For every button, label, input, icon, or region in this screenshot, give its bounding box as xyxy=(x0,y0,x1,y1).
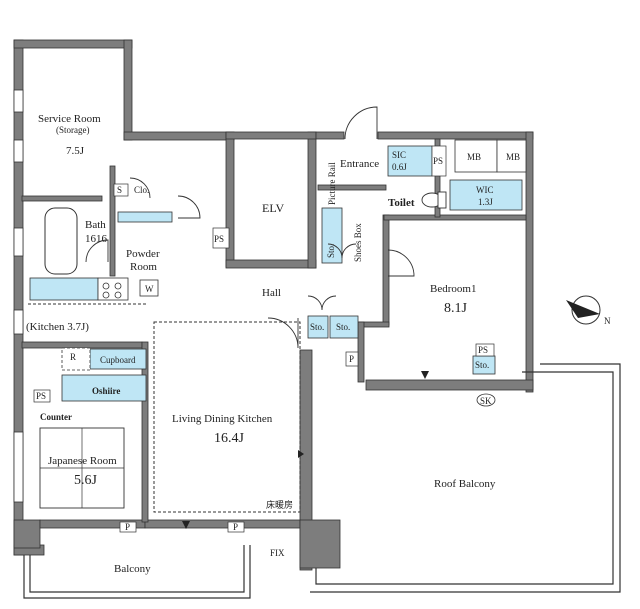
bedroom-door xyxy=(387,249,415,277)
wic-size: 1.3J xyxy=(478,197,493,207)
floor-heating-label: 床暖房 xyxy=(266,499,293,510)
bathtub-icon xyxy=(44,207,78,275)
ps-label-3: PS xyxy=(478,345,488,355)
hall-label: Hall xyxy=(262,287,281,299)
powder-room-label: Powder xyxy=(126,248,160,260)
kitchen-counter xyxy=(29,277,99,301)
sic-size: 0.6J xyxy=(392,162,407,172)
mb-label-1: MB xyxy=(467,152,481,162)
window-markers xyxy=(182,371,429,529)
p-label-3: P xyxy=(233,522,238,532)
floor-heating-area xyxy=(153,321,301,513)
ps-label-2: PS xyxy=(214,234,224,244)
sto-box-2 xyxy=(329,315,359,339)
clo-label: Clo. xyxy=(134,185,149,195)
elv-label: ELV xyxy=(262,201,285,215)
toilet-label: Toilet xyxy=(388,197,415,209)
bedroom-size: 8.1J xyxy=(444,301,468,316)
left-windows xyxy=(13,89,24,503)
hall-storage-doors xyxy=(307,295,337,311)
storage-units xyxy=(29,145,523,402)
exterior-walls xyxy=(13,39,621,599)
entrance-label: Entrance xyxy=(340,158,379,170)
ldk-label: Living Dining Kitchen xyxy=(172,413,273,425)
ps-label-1: PS xyxy=(433,156,443,166)
sto-label-shoes: Sto. xyxy=(326,244,336,258)
tatami-mats xyxy=(39,427,125,509)
sic-box xyxy=(387,145,433,177)
s-label: S xyxy=(117,185,122,195)
bath-label: Bath xyxy=(85,219,106,231)
counter-label: Counter xyxy=(40,412,72,422)
stove xyxy=(97,277,129,301)
wic-label: WIC xyxy=(476,185,494,195)
balcony-label: Balcony xyxy=(114,563,151,575)
r-label: R xyxy=(70,352,76,362)
closet-door xyxy=(129,177,151,199)
service-room-label: Service Room xyxy=(38,113,101,125)
room-labels: Service Room (Storage) 7.5J Bath 1616 Po… xyxy=(26,113,496,575)
ldk-door xyxy=(267,317,299,349)
service-room-size: 7.5J xyxy=(66,145,85,157)
cupboard-label: Cupboard xyxy=(100,355,136,365)
entrance-door xyxy=(344,106,378,140)
fix-label: FIX xyxy=(270,548,285,558)
roof-balcony-label: Roof Balcony xyxy=(434,478,496,490)
svg-text:N: N xyxy=(604,316,611,326)
toilet-icon xyxy=(421,191,447,209)
sto-label-2: Sto. xyxy=(336,322,350,332)
japanese-room-label: Japanese Room xyxy=(48,455,117,467)
p-label-1: P xyxy=(349,354,354,364)
shoes-doors xyxy=(327,243,357,259)
bedroom-label: Bedroom1 xyxy=(430,283,476,295)
powder-door xyxy=(177,195,201,219)
bath-door xyxy=(85,239,109,263)
stove-icon xyxy=(102,282,122,299)
wic-box xyxy=(449,179,523,211)
sto-label-1: Sto. xyxy=(310,322,324,332)
sk-label: SK xyxy=(480,396,492,406)
compass-icon: N xyxy=(566,295,611,326)
p-label-2: P xyxy=(125,522,130,532)
service-room-sub: (Storage) xyxy=(56,125,90,135)
sto-label-3: Sto. xyxy=(475,360,489,370)
shoes-box-label: Shoes Box xyxy=(353,223,363,262)
doors xyxy=(85,106,415,349)
ps-label-4: PS xyxy=(36,391,46,401)
w-label: W xyxy=(145,284,154,294)
oshiire-label: Oshiire xyxy=(92,386,120,396)
sto-box-1 xyxy=(307,315,329,339)
bath-size: 1616 xyxy=(85,233,108,245)
washstand xyxy=(117,211,173,223)
mb-label-2: MB xyxy=(506,152,520,162)
powder-room-label-2: Room xyxy=(130,261,157,273)
picture-rail-label: Picture Rail xyxy=(327,162,337,205)
fixture-labels: SIC 0.6J WIC 1.3J MB MB PS PS PS PS Sto.… xyxy=(33,139,527,558)
kitchen-label: (Kitchen 3.7J) xyxy=(26,321,89,333)
shoes-box-unit xyxy=(321,207,343,264)
sic-label: SIC xyxy=(392,150,406,160)
ldk-size: 16.4J xyxy=(214,431,245,446)
oshiire-box xyxy=(61,374,147,402)
japanese-room-size: 5.6J xyxy=(74,473,98,488)
